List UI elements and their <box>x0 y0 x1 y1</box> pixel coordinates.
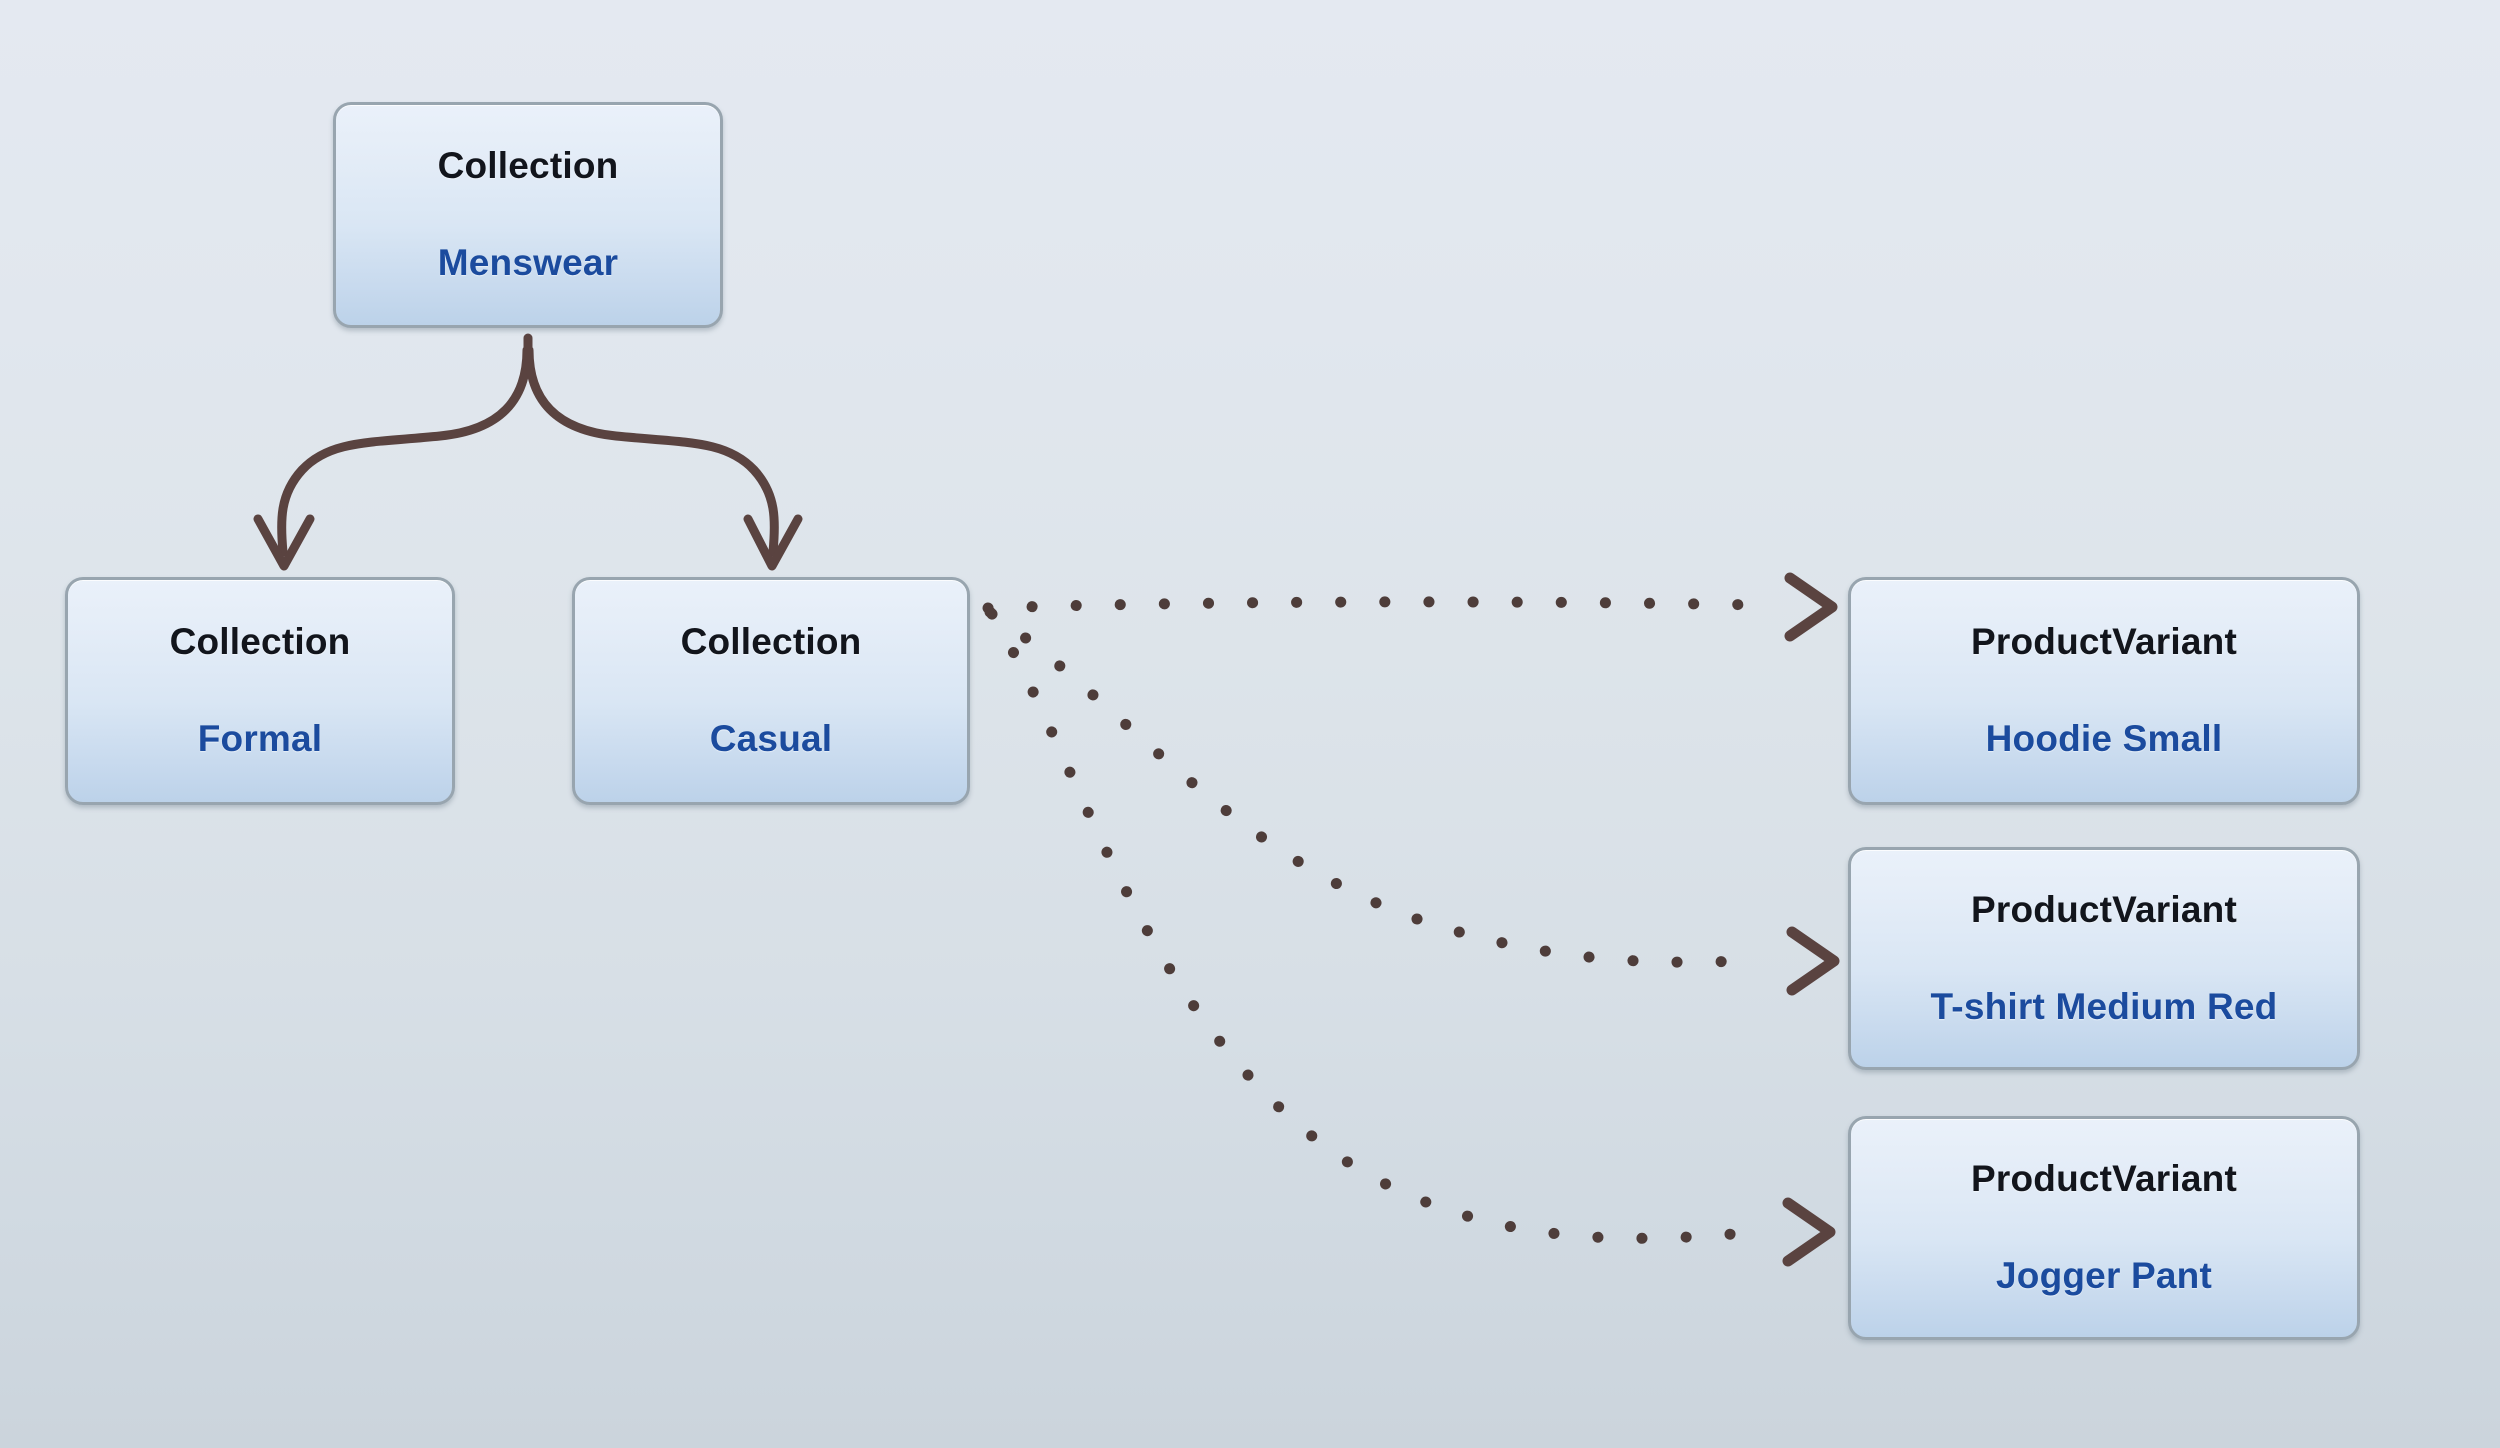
node-collection-menswear[interactable]: Collection Menswear <box>333 102 723 328</box>
node-productvariant-tshirt-medium-red[interactable]: ProductVariant T-shirt Medium Red <box>1848 847 2360 1070</box>
node-type-label: ProductVariant <box>1971 1158 2237 1200</box>
edge-casual-to-hoodie <box>982 572 1838 642</box>
node-collection-casual[interactable]: Collection Casual <box>572 577 970 805</box>
arrowhead-v <box>253 514 315 571</box>
node-value-label: Jogger Pant <box>1995 1255 2213 1296</box>
node-value-label: T-shirt Medium Red <box>1930 985 2278 1027</box>
node-type-label: ProductVariant <box>1971 621 2237 663</box>
node-type-label: Collection <box>169 621 351 663</box>
node-value-label: Menswear <box>437 242 619 283</box>
edge-menswear-to-casual <box>524 345 803 571</box>
node-productvariant-hoodie-small[interactable]: ProductVariant Hoodie Small <box>1848 577 2360 805</box>
node-type-label: Collection <box>437 145 619 187</box>
edge-menswear-to-formal <box>253 345 532 571</box>
node-value-label: Formal <box>197 718 323 759</box>
node-type-label: Collection <box>680 621 862 663</box>
node-collection-formal[interactable]: Collection Formal <box>65 577 455 805</box>
edge-casual-to-tshirt <box>984 606 1840 996</box>
edge-casual-to-jogger <box>986 608 1836 1267</box>
arrowhead-v <box>743 514 803 571</box>
arrowhead-v <box>1786 926 1840 996</box>
node-value-label: Hoodie Small <box>1985 718 2223 759</box>
node-productvariant-jogger-pant[interactable]: ProductVariant Jogger Pant <box>1848 1116 2360 1340</box>
node-type-label: ProductVariant <box>1971 888 2237 930</box>
node-value-label: Casual <box>709 718 833 759</box>
arrowhead-v <box>1782 1197 1836 1267</box>
arrowhead-v <box>1784 572 1838 642</box>
